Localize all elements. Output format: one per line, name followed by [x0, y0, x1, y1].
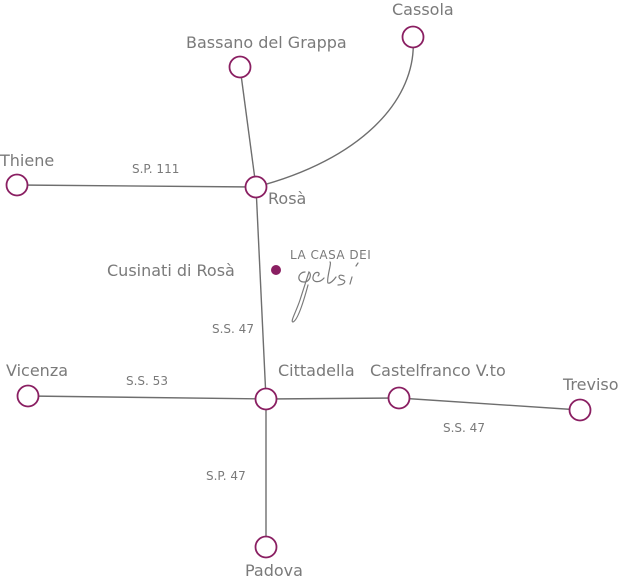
logo: LA CASA DEI	[290, 248, 371, 323]
town-label-thiene: Thiene	[0, 151, 54, 170]
town-node-vicenza	[16, 384, 40, 408]
town-label-castelfranco: Castelfranco V.to	[370, 361, 506, 380]
road-label-castelfranco-treviso: S.S. 47	[443, 421, 485, 435]
road-cassola-rosa	[255, 36, 414, 188]
town-label-cittadella: Cittadella	[278, 361, 355, 380]
town-node-padova	[254, 535, 278, 559]
road-thiene-rosa	[16, 184, 257, 188]
town-node-rosa	[244, 175, 268, 199]
road-label-cittadella-padova: S.P. 47	[206, 469, 246, 483]
logo-script-strokes	[291, 261, 359, 323]
poi-marker	[271, 265, 281, 275]
road-cittadella-castelfranco	[265, 397, 400, 400]
road-label-thiene-rosa: S.P. 111	[132, 162, 179, 176]
town-label-bassano: Bassano del Grappa	[186, 33, 347, 52]
town-node-cittadella	[254, 387, 278, 411]
logo-line1: LA CASA DEI	[290, 248, 371, 262]
road-castelfranco-treviso	[398, 397, 581, 411]
road-label-rosa-cittadella: S.S. 47	[212, 322, 254, 336]
road-vicenza-cittadella	[27, 395, 267, 400]
road-bassano-rosa	[239, 66, 257, 188]
town-label-rosa: Rosà	[268, 189, 306, 208]
town-label-cassola: Cassola	[392, 0, 454, 19]
town-label-vicenza: Vicenza	[6, 361, 68, 380]
poi-label: Cusinati di Rosà	[107, 261, 235, 280]
town-node-treviso	[568, 398, 592, 422]
road-rosa-cittadella	[255, 186, 267, 400]
town-node-thiene	[5, 173, 29, 197]
town-label-treviso: Treviso	[562, 375, 619, 394]
town-node-bassano	[228, 55, 252, 79]
town-label-padova: Padova	[245, 561, 303, 577]
town-node-cassola	[401, 25, 425, 49]
road-label-vicenza-cittadella: S.S. 53	[126, 374, 168, 388]
town-node-castelfranco	[387, 386, 411, 410]
